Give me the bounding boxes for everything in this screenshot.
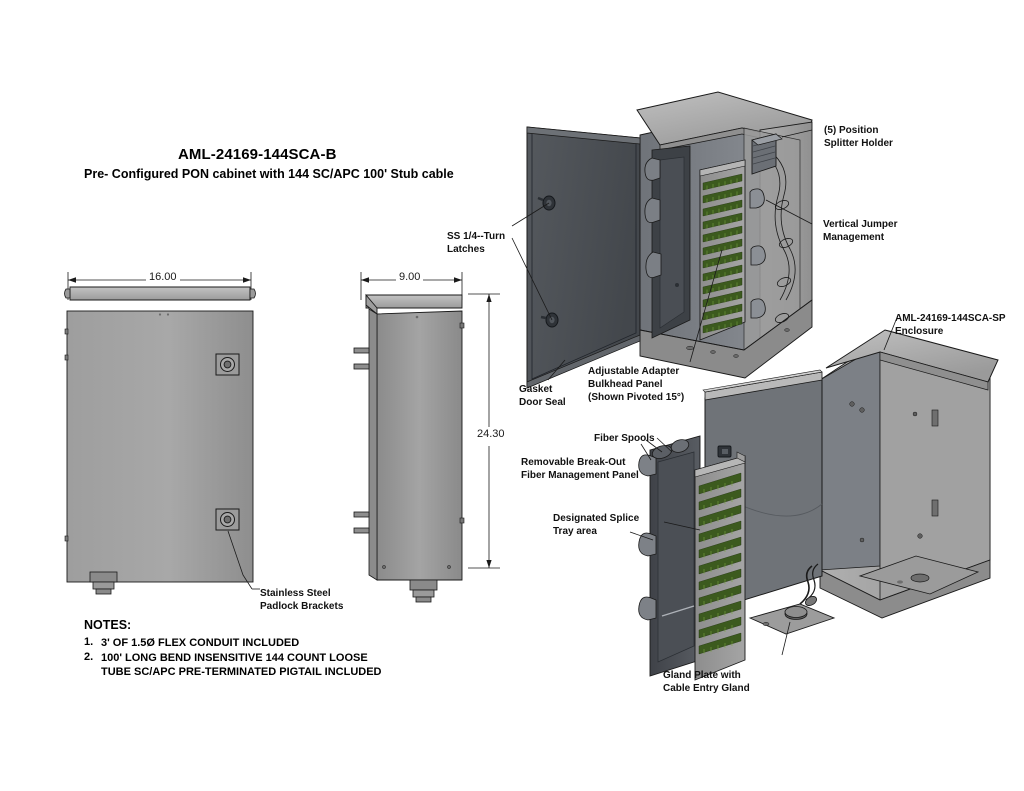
callout-latches: SS 1/4--Turn Latches [447, 231, 506, 255]
callout-splice-tray-area: Designated Splice Tray area [553, 513, 640, 537]
side-hinge-lower [353, 511, 370, 534]
note-text-2: 100' LONG BEND INSENSITIVE 144 COUNT LOO… [101, 652, 382, 679]
vertical-jumper-management [749, 188, 766, 319]
exploded-door-latch [717, 445, 732, 458]
door-latch-upper-iso [537, 195, 556, 211]
callout-splitter-holder: (5) Position Splitter Holder [824, 125, 893, 149]
front-cable-gland [89, 571, 118, 595]
fiber-spools [638, 439, 690, 621]
side-cable-gland [409, 579, 438, 603]
jumper-ring-left-3 [645, 251, 662, 279]
jumper-ring-left-2 [644, 197, 661, 224]
door-latch-lower-iso [540, 312, 559, 328]
dimension-side-depth: 9.00 [396, 271, 424, 283]
page-subtitle: Pre- Configured PON cabinet with 144 SC/… [84, 167, 454, 181]
callout-fiber-spools: Fiber Spools [594, 433, 655, 444]
notes-heading: NOTES: [84, 618, 132, 632]
callout-adjustable-adapter-bulkhead-panel: Adjustable Adapter Bulkhead Panel (Shown… [588, 366, 685, 403]
note-number-1: 1. [84, 636, 94, 648]
callout-breakout-fiber-management-panel: Removable Break-Out Fiber Management Pan… [521, 457, 639, 481]
padlock-bracket-top [215, 353, 240, 376]
gland-plate-assembly [748, 563, 836, 635]
callout-gland-plate: Gland Plate with Cable Entry Gland [663, 670, 750, 694]
front-elevation-view [64, 272, 260, 595]
splitter-holder [751, 133, 783, 175]
note-text-1: 3' OF 1.5Ø FLEX CONDUIT INCLUDED [101, 637, 300, 649]
adapter-bulkhead-panel [699, 159, 746, 341]
note-number-2: 2. [84, 651, 94, 663]
callout-padlock-brackets: Stainless Steel Padlock Brackets [260, 588, 344, 612]
side-hinge-upper [353, 347, 370, 370]
isometric-open-door-view [511, 91, 813, 389]
dimension-height: 24.30 [474, 428, 508, 440]
callout-gasket-door-seal: Gasket Door Seal [519, 384, 566, 408]
dimension-front-width: 16.00 [146, 271, 180, 283]
padlock-bracket-bottom [215, 508, 240, 531]
callout-vertical-jumper-management: Vertical Jumper Management [823, 219, 898, 243]
isometric-exploded-view [629, 319, 999, 681]
callout-enclosure-part-number: AML-24169-144SCA-SP Enclosure [895, 313, 1006, 337]
exploded-adapter-panel [694, 451, 746, 681]
page-title: AML-24169-144SCA-B [178, 146, 337, 163]
jumper-ring-left-1 [644, 157, 661, 181]
